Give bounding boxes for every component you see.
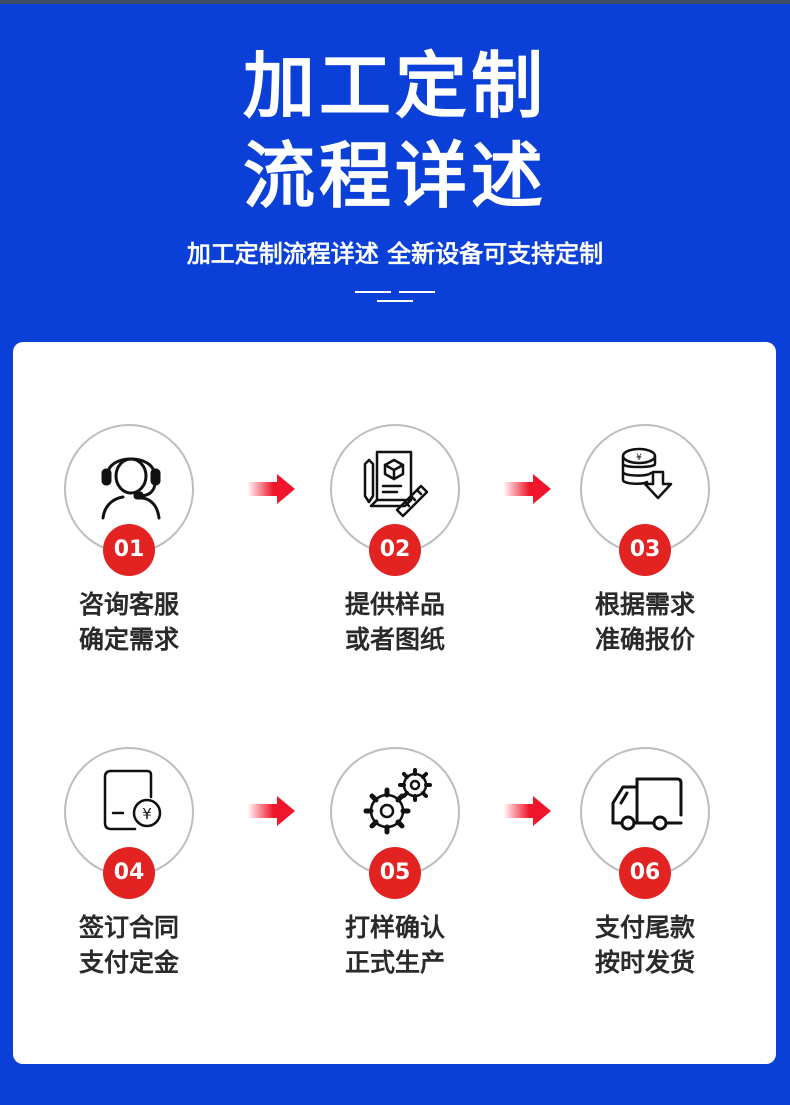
step-2-badge: 02 bbox=[369, 524, 421, 576]
step-1-label: 咨询客服 确定需求 bbox=[29, 587, 229, 657]
customer-service-headset-icon bbox=[101, 457, 161, 520]
step-4-label-line1: 签订合同 bbox=[78, 913, 179, 942]
process-card: 01 咨询客服 确定需求 02 bbox=[13, 342, 776, 1064]
blueprint-drawing-icon bbox=[363, 450, 429, 518]
step-6-badge: 06 bbox=[619, 847, 671, 899]
step-5-label-line2: 正式生产 bbox=[344, 948, 445, 977]
step-3-label-line1: 根据需求 bbox=[594, 590, 695, 619]
step-6-label-line1: 支付尾款 bbox=[594, 913, 695, 942]
page-title-line1: 加工定制 bbox=[242, 44, 547, 128]
step-1-label-line2: 确定需求 bbox=[78, 625, 179, 654]
arrow-1-to-2-icon bbox=[247, 474, 295, 504]
step-1-badge: 01 bbox=[103, 524, 155, 576]
delivery-truck-icon bbox=[611, 777, 683, 831]
step-6-label-line2: 按时发货 bbox=[594, 948, 695, 977]
top-border bbox=[0, 0, 790, 4]
step-1-label-line1: 咨询客服 bbox=[78, 590, 179, 619]
step-5-badge: 05 bbox=[369, 847, 421, 899]
step-4-label: 签订合同 支付定金 bbox=[29, 910, 229, 980]
gears-production-icon bbox=[363, 768, 432, 835]
svg-text:¥: ¥ bbox=[636, 453, 642, 463]
step-5-label-line1: 打样确认 bbox=[344, 913, 445, 942]
svg-text:¥: ¥ bbox=[142, 805, 152, 823]
step-2-label: 提供样品 或者图纸 bbox=[295, 587, 495, 657]
arrow-4-to-5-icon bbox=[247, 796, 295, 826]
page-subtitle: 加工定制流程详述 全新设备可支持定制 bbox=[186, 240, 604, 268]
step-4-label-line2: 支付定金 bbox=[78, 948, 179, 977]
step-3-label: 根据需求 准确报价 bbox=[545, 587, 745, 657]
step-2-label-line2: 或者图纸 bbox=[344, 625, 445, 654]
arrow-5-to-6-icon bbox=[503, 796, 551, 826]
step-6-label: 支付尾款 按时发货 bbox=[545, 910, 745, 980]
arrow-2-to-3-icon bbox=[503, 474, 551, 504]
step-3-badge: 03 bbox=[619, 524, 671, 576]
page-title-line2: 流程详述 bbox=[242, 134, 547, 218]
step-4-badge: 04 bbox=[103, 847, 155, 899]
coins-quote-icon: ¥ bbox=[621, 447, 673, 500]
step-5-label: 打样确认 正式生产 bbox=[295, 910, 495, 980]
title-divider-icon bbox=[355, 291, 435, 302]
step-2-label-line1: 提供样品 bbox=[344, 590, 445, 619]
contract-payment-icon: ¥ bbox=[103, 769, 162, 831]
step-3-label-line2: 准确报价 bbox=[594, 625, 695, 654]
